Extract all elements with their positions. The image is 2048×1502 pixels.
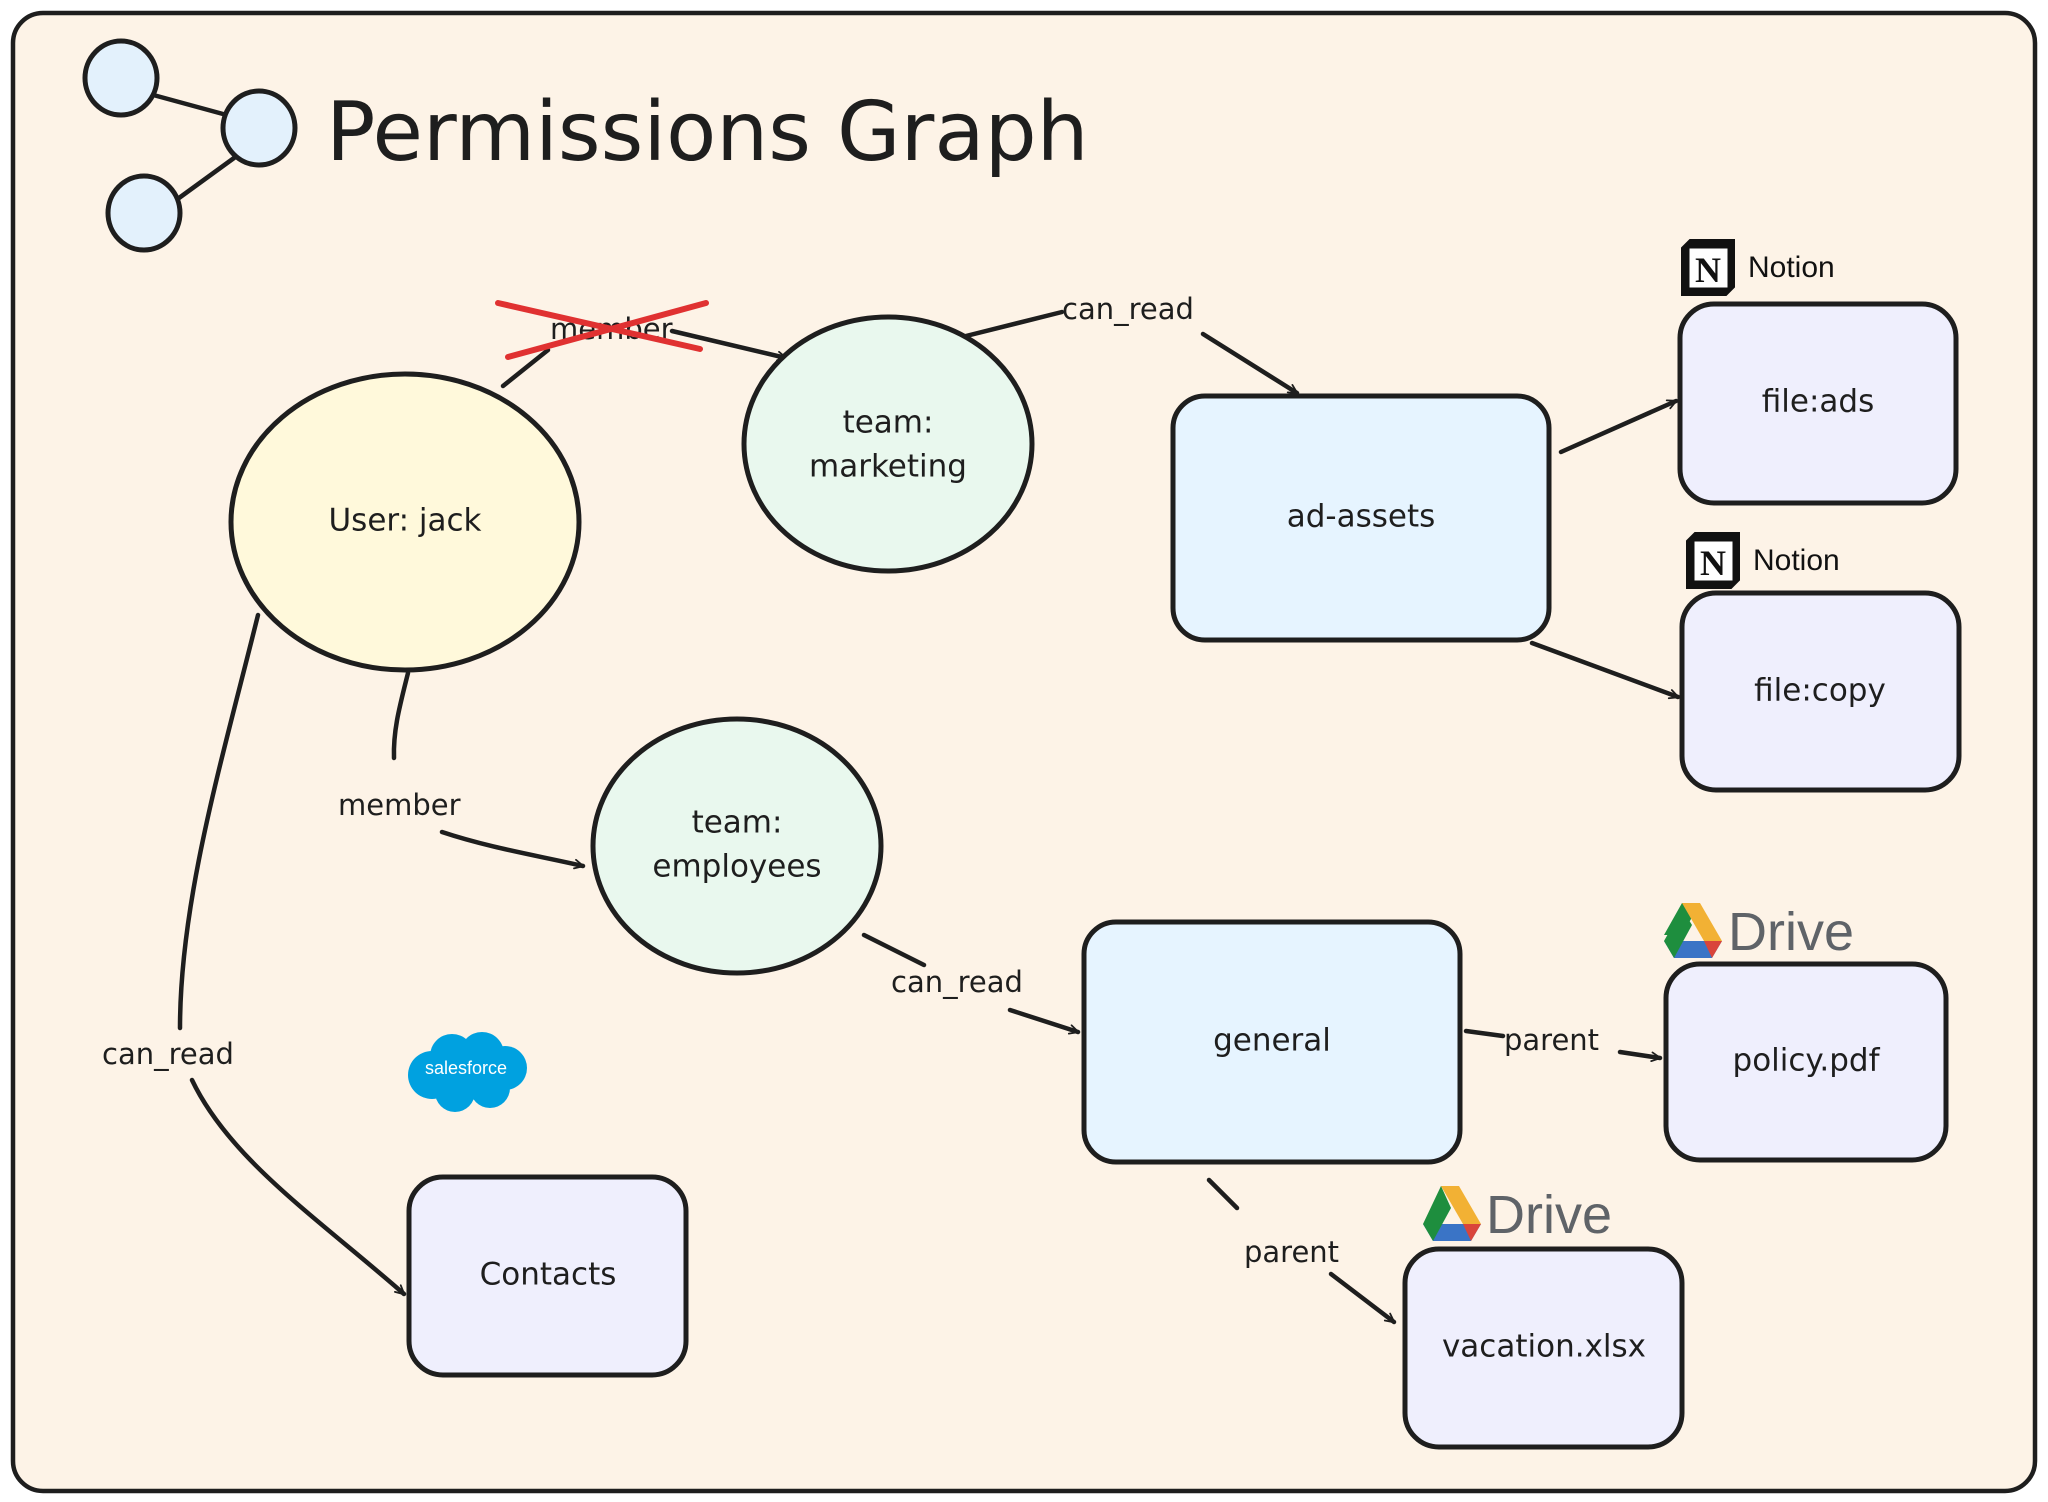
- node-ad-assets[interactable]: ad-assets: [1170, 393, 1552, 643]
- brand-label: Drive: [1728, 902, 1854, 962]
- node-label: file:copy: [1754, 673, 1886, 709]
- svg-text:N: N: [1700, 543, 1726, 583]
- brand-label: salesforce: [425, 1058, 507, 1078]
- edge-member-marketing: member: [495, 300, 789, 389]
- edge-label-can-read: can_read: [1062, 292, 1194, 326]
- node-label: general: [1213, 1023, 1331, 1059]
- node-label: file:ads: [1762, 384, 1874, 420]
- edge-can-read-employees: can_read: [861, 932, 1081, 1035]
- brand-drive-vacation: Drive: [1423, 1185, 1612, 1245]
- node-file-copy[interactable]: file:copy: [1679, 590, 1962, 793]
- svg-text:N: N: [1695, 250, 1721, 290]
- node-label-line2: marketing: [809, 449, 967, 485]
- node-label: vacation.xlsx: [1442, 1329, 1646, 1365]
- node-vacation-xlsx[interactable]: vacation.xlsx: [1402, 1246, 1685, 1450]
- node-team-employees[interactable]: team: employees: [590, 716, 884, 976]
- edge-can-read-marketing: can_read: [959, 292, 1300, 396]
- brand-label: Drive: [1486, 1185, 1612, 1245]
- graph-nodes-icon: [82, 38, 298, 253]
- node-policy-pdf[interactable]: policy.pdf: [1663, 961, 1949, 1163]
- edge-can-read-contacts: can_read: [102, 612, 407, 1297]
- node-contacts[interactable]: Contacts: [406, 1174, 689, 1378]
- node-user-jack[interactable]: User: jack: [228, 371, 582, 673]
- node-label: ad-assets: [1287, 499, 1436, 535]
- node-general[interactable]: general: [1081, 919, 1463, 1165]
- edge-parent-policy: parent: [1463, 1023, 1663, 1063]
- edge-parent-vacation: parent: [1206, 1177, 1397, 1325]
- brand-notion-file-ads: N Notion: [1681, 239, 1835, 296]
- node-label-line1: team:: [843, 405, 934, 441]
- node-file-ads[interactable]: file:ads: [1677, 301, 1959, 506]
- google-drive-icon: [1423, 1186, 1481, 1241]
- brand-drive-policy: Drive: [1664, 902, 1854, 962]
- brand-notion-file-copy: N Notion: [1686, 532, 1840, 589]
- edge-label-can-read: can_read: [891, 965, 1023, 999]
- node-team-marketing[interactable]: team: marketing: [741, 314, 1035, 574]
- brand-label: Notion: [1748, 251, 1835, 284]
- google-drive-icon: [1664, 903, 1722, 958]
- node-label: policy.pdf: [1733, 1043, 1881, 1079]
- node-label-line2: employees: [652, 849, 821, 885]
- edge-member-employees: member: [338, 670, 586, 870]
- node-label: Contacts: [480, 1257, 617, 1293]
- strikeout-x-icon: [495, 300, 709, 360]
- edge-label-parent: parent: [1504, 1023, 1599, 1057]
- node-label: User: jack: [328, 503, 481, 539]
- notion-icon: N: [1686, 532, 1740, 589]
- edge-label-can-read: can_read: [102, 1037, 234, 1071]
- edge-label-parent: parent: [1244, 1235, 1339, 1269]
- edge-label-member: member: [338, 788, 461, 822]
- node-label-line1: team:: [692, 805, 783, 841]
- diagram-frame: [10, 10, 2038, 1494]
- edge-adassets-filecopy: [1529, 640, 1681, 700]
- edge-adassets-fileads: [1558, 398, 1679, 455]
- notion-icon: N: [1681, 239, 1735, 296]
- page-title: Permissions Graph: [326, 85, 1089, 180]
- brand-label: Notion: [1753, 544, 1840, 577]
- salesforce-cloud-icon: salesforce: [408, 1032, 527, 1112]
